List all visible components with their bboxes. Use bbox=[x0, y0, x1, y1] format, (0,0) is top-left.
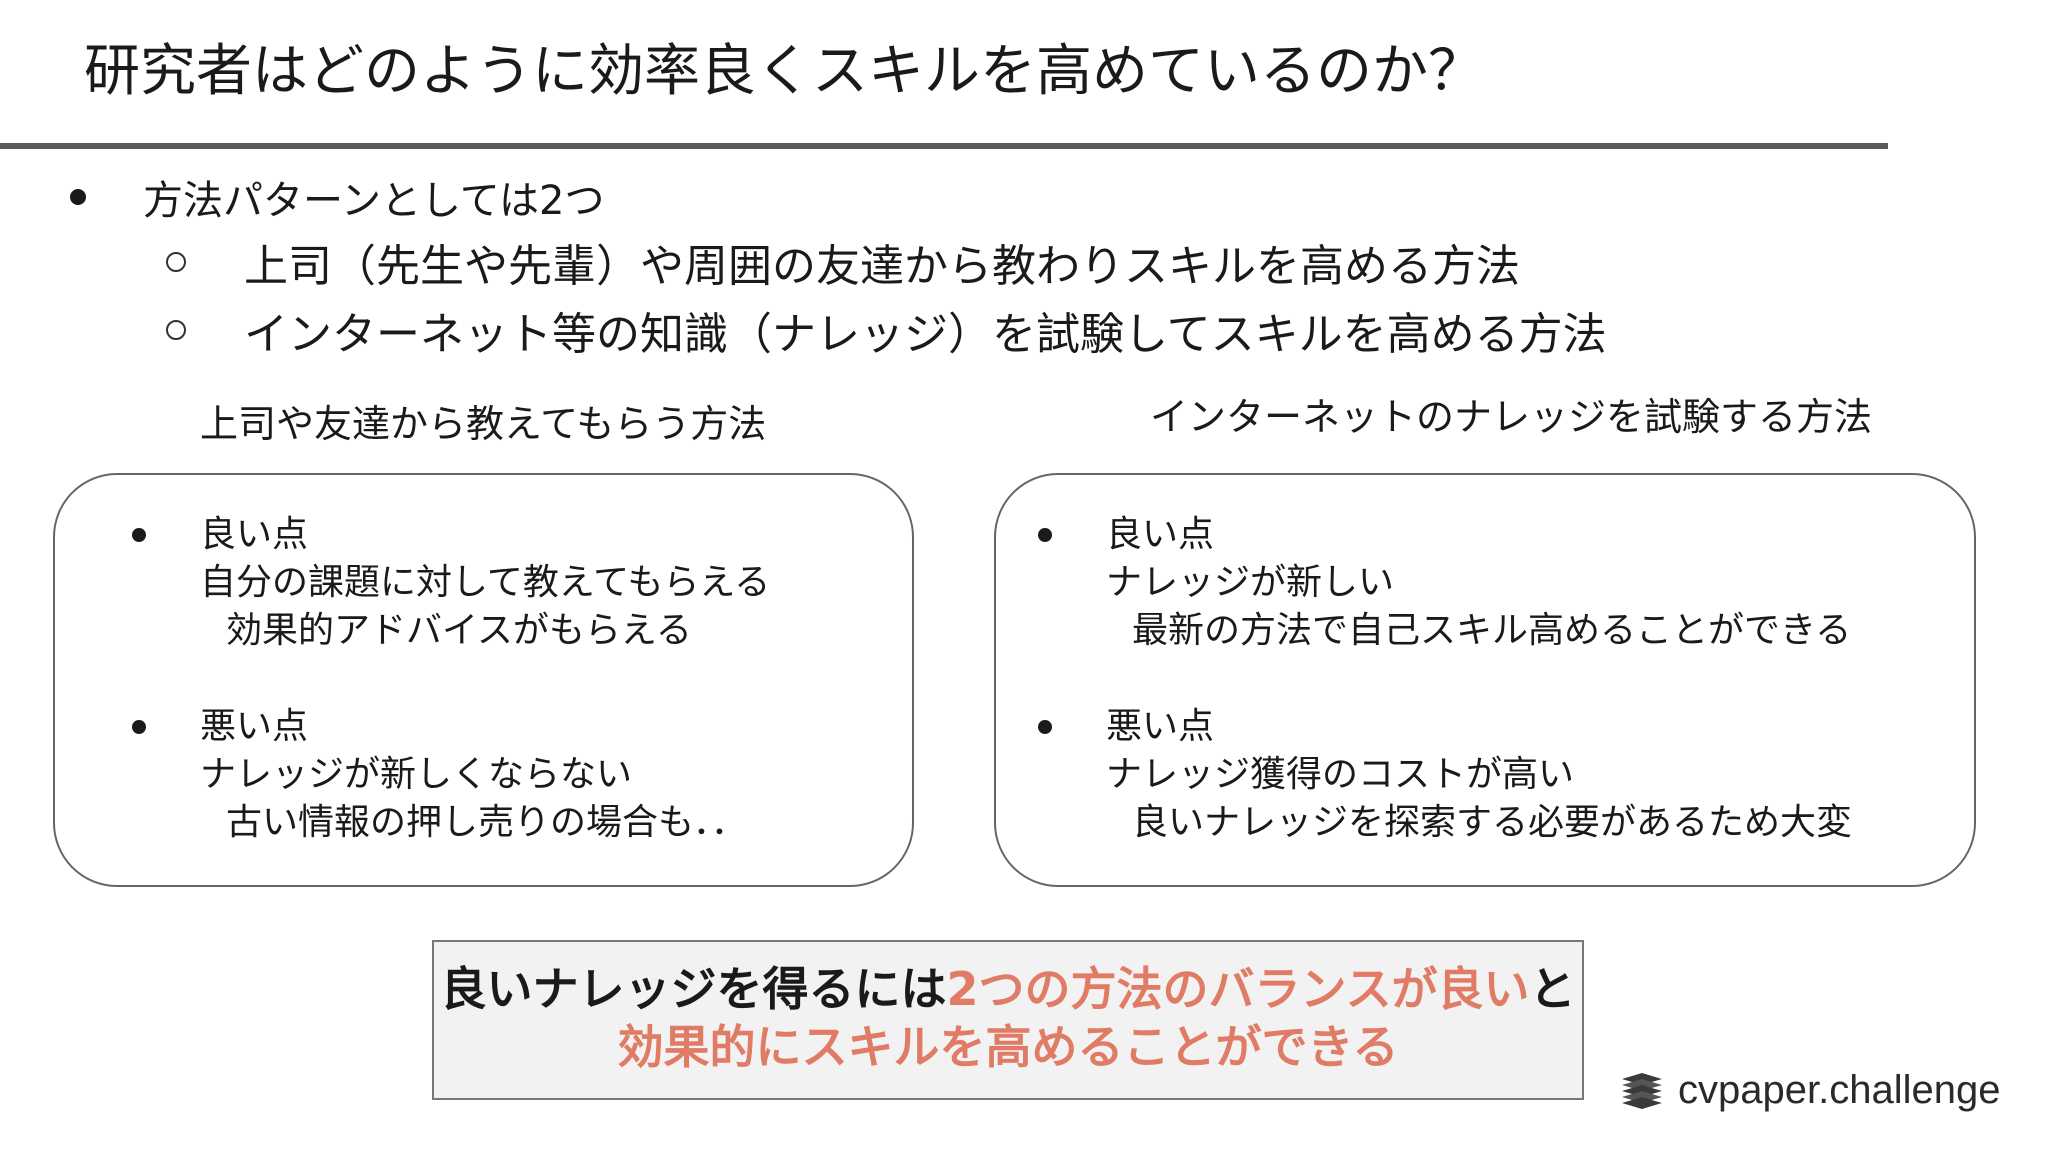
slide-title: 研究者はどのように効率良くスキルを高めているのか？ bbox=[84, 39, 1484, 104]
good-points-label: 良い点 bbox=[1106, 514, 1215, 555]
callout-highlight: 2つの方法のバランスが良い bbox=[946, 962, 1530, 1016]
title-divider bbox=[0, 143, 1888, 149]
bad-point-detail: 良いナレッジを探索する必要があるため大変 bbox=[1132, 802, 1853, 843]
bad-point-detail: 古い情報の押し売りの場合も．． bbox=[226, 802, 747, 843]
main-bullet-text: 方法パターンとしては2つ bbox=[143, 178, 605, 224]
left-bad-points: 悪い点 ナレッジが新しくならない 古い情報の押し売りの場合も．． bbox=[132, 703, 747, 847]
right-comparison-card: 良い点 ナレッジが新しい 最新の方法で自己スキル高めることができる 悪い点 ナレ… bbox=[994, 473, 1976, 887]
callout-line-1: 良いナレッジを得るには2つの方法のバランスが良いと bbox=[434, 960, 1582, 1018]
sub-bullet-2: インターネット等の知識（ナレッジ）を試験してスキルを高める方法 bbox=[166, 298, 1607, 362]
sub-bullet-text: インターネット等の知識（ナレッジ）を試験してスキルを高める方法 bbox=[244, 309, 1607, 360]
main-bullet: 方法パターンとしては2つ bbox=[70, 168, 604, 226]
right-column-heading: インターネットのナレッジを試験する方法 bbox=[1150, 395, 1873, 439]
bullet-dot-icon bbox=[70, 189, 86, 205]
callout-text: と bbox=[1529, 962, 1576, 1016]
callout-line-2: 効果的にスキルを高めることができる bbox=[617, 1020, 1399, 1074]
brand-logo: cvpaper.challenge bbox=[1620, 1068, 2000, 1113]
bullet-dot-icon bbox=[1038, 528, 1052, 542]
right-good-points: 良い点 ナレッジが新しい 最新の方法で自己スキル高めることができる bbox=[1038, 511, 1852, 655]
stacked-papers-icon bbox=[1622, 1072, 1662, 1109]
bad-points-label: 悪い点 bbox=[200, 706, 309, 747]
good-point-text: 自分の課題に対して教えてもらえる bbox=[200, 562, 771, 603]
bullet-dot-icon bbox=[132, 720, 146, 734]
callout-text: 良いナレッジを得るには bbox=[440, 962, 947, 1016]
logo-text: cvpaper.challenge bbox=[1678, 1068, 2001, 1112]
bullet-dot-icon bbox=[1038, 720, 1052, 734]
hollow-bullet-icon bbox=[166, 252, 186, 272]
left-comparison-card: 良い点 自分の課題に対して教えてもらえる 効果的アドバイスがもらえる 悪い点 ナ… bbox=[53, 473, 914, 887]
left-column-heading: 上司や友達から教えてもらう方法 bbox=[200, 402, 767, 446]
good-point-detail: 最新の方法で自己スキル高めることができる bbox=[1132, 610, 1852, 651]
bad-point-text: ナレッジ獲得のコストが高い bbox=[1106, 754, 1575, 795]
bad-point-text: ナレッジが新しくならない bbox=[200, 754, 633, 795]
bullet-dot-icon bbox=[132, 528, 146, 542]
good-point-text: ナレッジが新しい bbox=[1106, 562, 1395, 603]
left-good-points: 良い点 自分の課題に対して教えてもらえる 効果的アドバイスがもらえる bbox=[132, 511, 771, 655]
sub-bullet-1: 上司（先生や先輩）や周囲の友達から教わりスキルを高める方法 bbox=[166, 230, 1520, 294]
conclusion-callout: 良いナレッジを得るには2つの方法のバランスが良いと 効果的にスキルを高めることが… bbox=[432, 940, 1584, 1100]
bad-points-label: 悪い点 bbox=[1106, 706, 1215, 747]
sub-bullet-text: 上司（先生や先輩）や周囲の友達から教わりスキルを高める方法 bbox=[244, 241, 1520, 292]
good-point-detail: 効果的アドバイスがもらえる bbox=[226, 610, 692, 651]
good-points-label: 良い点 bbox=[200, 514, 309, 555]
right-bad-points: 悪い点 ナレッジ獲得のコストが高い 良いナレッジを探索する必要があるため大変 bbox=[1038, 703, 1853, 847]
hollow-bullet-icon bbox=[166, 320, 186, 340]
